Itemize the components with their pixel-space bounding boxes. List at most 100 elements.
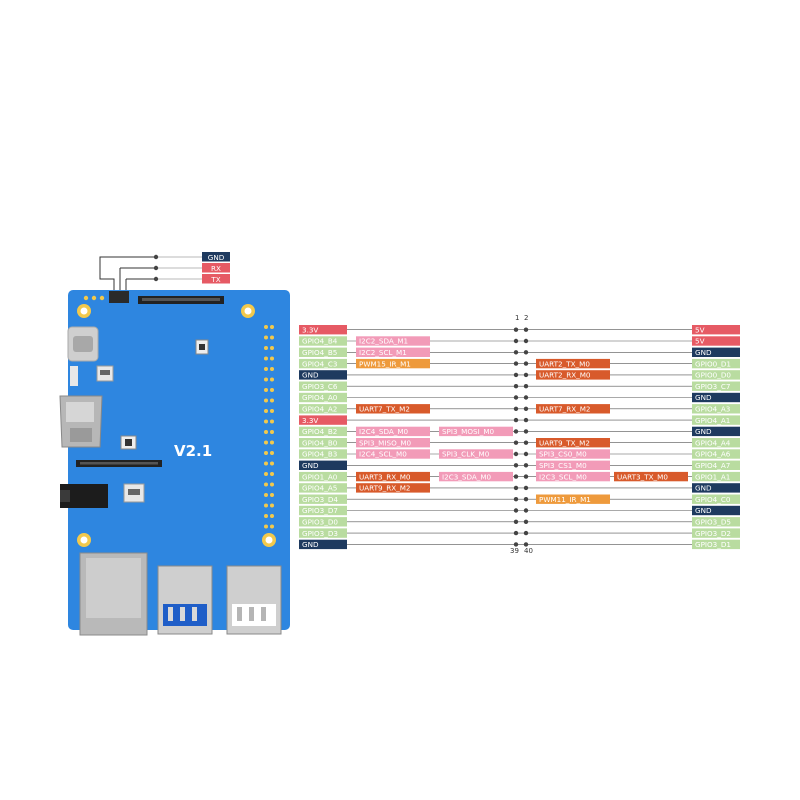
board-gpio-header (264, 325, 274, 529)
pin-28-label-2: GPIO1_A1 (692, 471, 740, 482)
pin-21-label-1-bg (356, 438, 430, 448)
pin-11-label-0: GPIO3_C6 (299, 381, 347, 391)
pin-8-label-1-bg (692, 358, 740, 369)
pin-21-label-0-bg (299, 438, 347, 448)
board-header-pin (264, 430, 268, 434)
pin-5-label-1-text: I2C2_SCL_M1 (359, 348, 407, 357)
pin-3-label-1-text: I2C2_SDA_M1 (359, 337, 408, 346)
pin-31-label-0-text: GPIO3_D4 (302, 495, 338, 504)
pin-19-label-0: GPIO4_B2 (299, 426, 347, 437)
pin-37-label-0: GPIO3_D3 (299, 528, 347, 538)
pin-6-label-0-bg (692, 347, 740, 357)
debug-uart-label-bg (202, 263, 230, 273)
pin-22-label-1-text: GPIO4_A4 (695, 438, 731, 447)
debug-connector (109, 291, 129, 303)
pin-24-label-1-bg (692, 449, 740, 459)
pin-23-label-0-text: GPIO4_B3 (302, 450, 337, 459)
pin-16-label-0-text: UART7_RX_M2 (539, 405, 591, 414)
pin-23-label-1-text: I2C4_SCL_M0 (359, 450, 407, 459)
pin-dot-odd (513, 474, 519, 479)
pin-17-label-0-bg (299, 415, 347, 425)
debug-uart-gnd: GND (202, 252, 230, 262)
pin-5-label-0-bg (299, 347, 347, 357)
pin-8-label-1-text: GPIO0_D1 (695, 359, 731, 368)
pin-28-label-1-bg (614, 471, 688, 482)
pin-22-label-0-text: UART9_TX_M2 (539, 438, 590, 447)
pin-23-label-0: GPIO4_B3 (299, 449, 347, 459)
pin-dot-even (523, 395, 529, 400)
pin-dot-even (523, 474, 529, 479)
pin-16-label-1-text: GPIO4_A3 (695, 405, 730, 414)
board-header-pin (270, 325, 274, 329)
pin-3-label-0-bg (299, 336, 347, 346)
pin-dot-even (523, 463, 529, 468)
pin-dot-odd (513, 497, 519, 502)
pin-5-label-1-bg (356, 347, 430, 357)
pin-10-label-0-bg (536, 370, 610, 380)
board-version-label: V2.1 (174, 442, 212, 460)
pin-dot-even (523, 429, 529, 434)
pin-31-label-0-bg (299, 494, 347, 504)
pin-29-label-0: GPIO4_A5 (299, 483, 347, 493)
pin-dot-odd (513, 542, 519, 547)
pin-24-label-1-text: GPIO4_A6 (695, 450, 731, 459)
pin-16-label-0: UART7_RX_M2 (536, 404, 610, 414)
pin-39-label-0: GND (299, 539, 347, 550)
pin-23-label-2-bg (439, 449, 513, 459)
pin-40-label-0-bg (692, 539, 740, 550)
pin-29-label-1: UART9_RX_M2 (356, 483, 430, 493)
pin-4-label-0-text: 5V (695, 337, 705, 346)
pin-dot-odd (513, 350, 519, 355)
pin-10-label-1-bg (692, 370, 740, 380)
pinout-header-dots (513, 327, 529, 547)
pin-8-label-0-bg (536, 358, 610, 369)
pin-dot-odd (513, 508, 519, 513)
debug-uart-label-text: GND (208, 253, 225, 262)
board-header-pin (270, 493, 274, 497)
pcb-board (68, 290, 290, 630)
pin-19-label-0-bg (299, 426, 347, 437)
board-header-pin (264, 335, 268, 340)
pin-23-label-1-bg (356, 449, 430, 459)
pin-2-label-0-bg (692, 325, 740, 335)
pin-dot-odd (513, 417, 519, 423)
pin-24-label-1: GPIO4_A6 (692, 449, 740, 459)
pin-32-label-1-bg (692, 494, 740, 504)
board-header-pin (264, 346, 268, 350)
pin-dot-odd (513, 384, 519, 389)
pin-26-label-0: SPI3_CS1_M0 (536, 460, 610, 470)
pin-37-label-0-text: GPIO3_D3 (302, 529, 338, 538)
pin-dot-even (523, 350, 529, 355)
pin-38-label-0-bg (692, 528, 740, 538)
pin-28-label-1-text: UART3_TX_M0 (617, 472, 668, 481)
pin-26-label-1-bg (692, 460, 740, 470)
pin-1-label-0-bg (299, 325, 347, 335)
pin-40-label-0: GPIO3_D1 (692, 539, 740, 550)
pin-31-label-0: GPIO3_D4 (299, 494, 347, 504)
pin-27-label-1-text: UART3_RX_M0 (359, 472, 411, 481)
pin-8-label-0-text: UART2_TX_M0 (539, 359, 590, 368)
pin-19-label-0-text: GPIO4_B2 (302, 427, 337, 436)
pin-38-label-0: GPIO3_D2 (692, 528, 740, 538)
pin-35-label-0-text: GPIO3_D0 (302, 518, 338, 527)
pin-26-label-0-bg (536, 460, 610, 470)
pin-dot-even (523, 384, 529, 389)
board-header-pin (264, 472, 268, 476)
mounting-holes (77, 304, 276, 547)
pin-32-label-1-text: GPIO4_C0 (695, 495, 731, 504)
pin-1-label-0-text: 3.3V (302, 325, 318, 334)
pin-12-label-0: GPIO3_C7 (692, 381, 740, 391)
debug-uart-label-text: RX (211, 264, 221, 273)
pin-32-label-0: PWM11_IR_M1 (536, 494, 610, 504)
pin-16-label-0-bg (536, 404, 610, 414)
board-header-pin (264, 419, 268, 424)
pin-15-label-0: GPIO4_A2 (299, 404, 347, 414)
board-header-pin (264, 461, 268, 466)
pin-10-label-0-text: UART2_RX_M0 (539, 371, 591, 380)
pin-13-label-0: GPIO4_A0 (299, 392, 347, 402)
pin-5-label-0: GPIO4_B5 (299, 347, 347, 357)
pin-3-label-1: I2C2_SDA_M1 (356, 336, 430, 346)
pin-23-label-0-bg (299, 449, 347, 459)
pin-dot-even (523, 542, 529, 547)
